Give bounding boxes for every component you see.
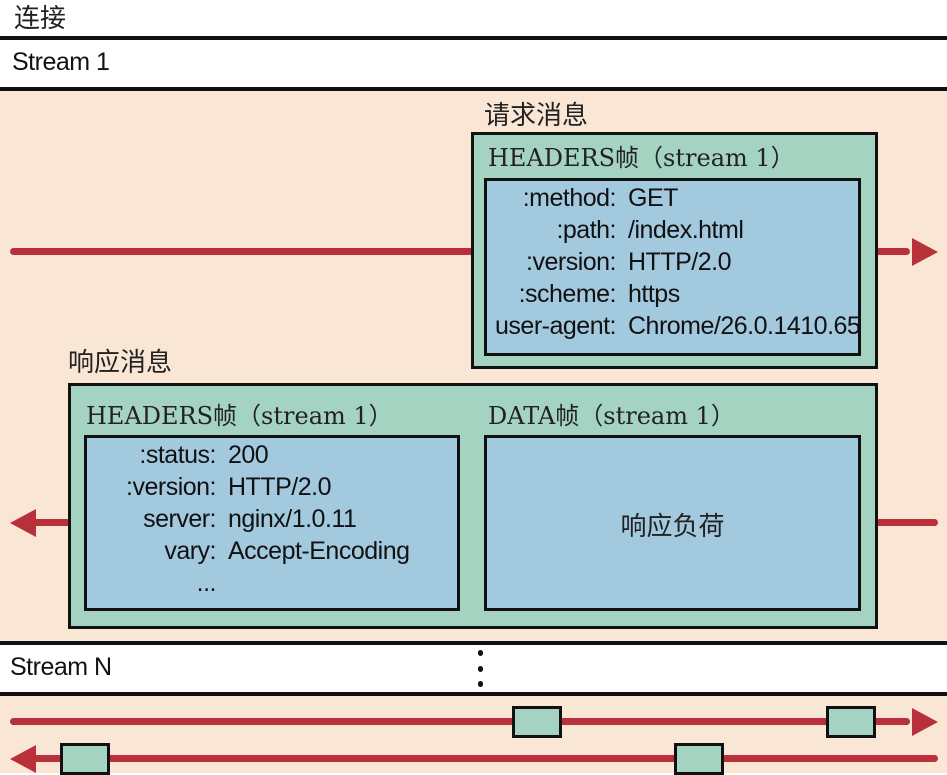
header-row: :version: HTTP/2.0 bbox=[494, 246, 860, 278]
header-value: HTTP/2.0 bbox=[228, 473, 331, 501]
divider bbox=[0, 36, 947, 40]
header-key: :status: bbox=[139, 441, 216, 469]
header-value: HTTP/2.0 bbox=[628, 248, 731, 276]
header-value: 200 bbox=[228, 441, 269, 469]
arrow-left-icon bbox=[10, 509, 36, 537]
divider bbox=[0, 641, 947, 645]
header-key: :version: bbox=[126, 473, 216, 501]
data-payload-block bbox=[484, 435, 861, 611]
response-headers-block bbox=[84, 435, 460, 611]
connection-label: 连接 bbox=[14, 4, 67, 34]
frame-box bbox=[826, 706, 876, 738]
arrow-left-icon bbox=[10, 745, 36, 773]
response-headers-list: :status: 200 :version: HTTP/2.0 server: ngi… bbox=[94, 439, 410, 599]
header-key: server: bbox=[143, 505, 216, 533]
request-arrow-line bbox=[10, 248, 910, 255]
header-key: :scheme: bbox=[518, 280, 617, 308]
header-key: ... bbox=[196, 569, 217, 597]
header-key: :path: bbox=[556, 216, 616, 244]
request-headers-list: :method: GET :path: /index.html :version: H… bbox=[494, 182, 861, 342]
header-row: server: nginx/1.0.11 bbox=[94, 503, 410, 535]
arrow-right-icon bbox=[912, 238, 938, 266]
stream-n-label: Stream N bbox=[10, 653, 112, 681]
frame-box bbox=[60, 743, 110, 775]
frame-box bbox=[512, 706, 562, 738]
header-key: user-agent: bbox=[495, 312, 616, 340]
divider bbox=[0, 87, 947, 91]
frame-box bbox=[674, 743, 724, 775]
header-value: https bbox=[628, 280, 680, 308]
request-headers-frame-title: HEADERS帧（stream 1） bbox=[488, 144, 795, 172]
header-value: Accept-Encoding bbox=[228, 537, 410, 565]
request-message-label: 请求消息 bbox=[484, 101, 589, 131]
response-headers-frame-title: HEADERS帧（stream 1） bbox=[86, 402, 393, 430]
header-row: :scheme: https bbox=[494, 278, 860, 310]
header-row: :method: GET bbox=[494, 182, 860, 214]
outbound-arrow-line bbox=[10, 718, 910, 725]
header-row: :path: /index.html bbox=[494, 214, 860, 246]
request-headers-block bbox=[484, 178, 861, 356]
header-value: nginx/1.0.11 bbox=[228, 505, 357, 533]
vertical-ellipsis-icon bbox=[476, 650, 484, 690]
divider bbox=[0, 692, 947, 696]
header-value: /index.html bbox=[628, 216, 744, 244]
stream-1-label: Stream 1 bbox=[12, 48, 110, 76]
arrow-right-icon bbox=[912, 708, 938, 736]
header-key: vary: bbox=[164, 537, 216, 565]
response-message-label: 响应消息 bbox=[68, 348, 173, 378]
header-key: :method: bbox=[522, 184, 617, 212]
header-value: Chrome/26.0.1410.65 bbox=[628, 312, 861, 340]
header-value: GET bbox=[628, 184, 678, 212]
header-row: :status: 200 bbox=[94, 439, 410, 471]
data-payload-label: 响应负荷 bbox=[620, 512, 725, 542]
header-row: vary: Accept-Encoding bbox=[94, 535, 410, 567]
header-row: user-agent: Chrome/26.0.1410.65 bbox=[494, 310, 861, 342]
data-frame-title: DATA帧（stream 1） bbox=[488, 402, 735, 430]
header-key: :version: bbox=[526, 248, 616, 276]
header-row: ... bbox=[94, 567, 410, 599]
header-row: :version: HTTP/2.0 bbox=[94, 471, 410, 503]
inbound-arrow-line bbox=[30, 755, 938, 762]
